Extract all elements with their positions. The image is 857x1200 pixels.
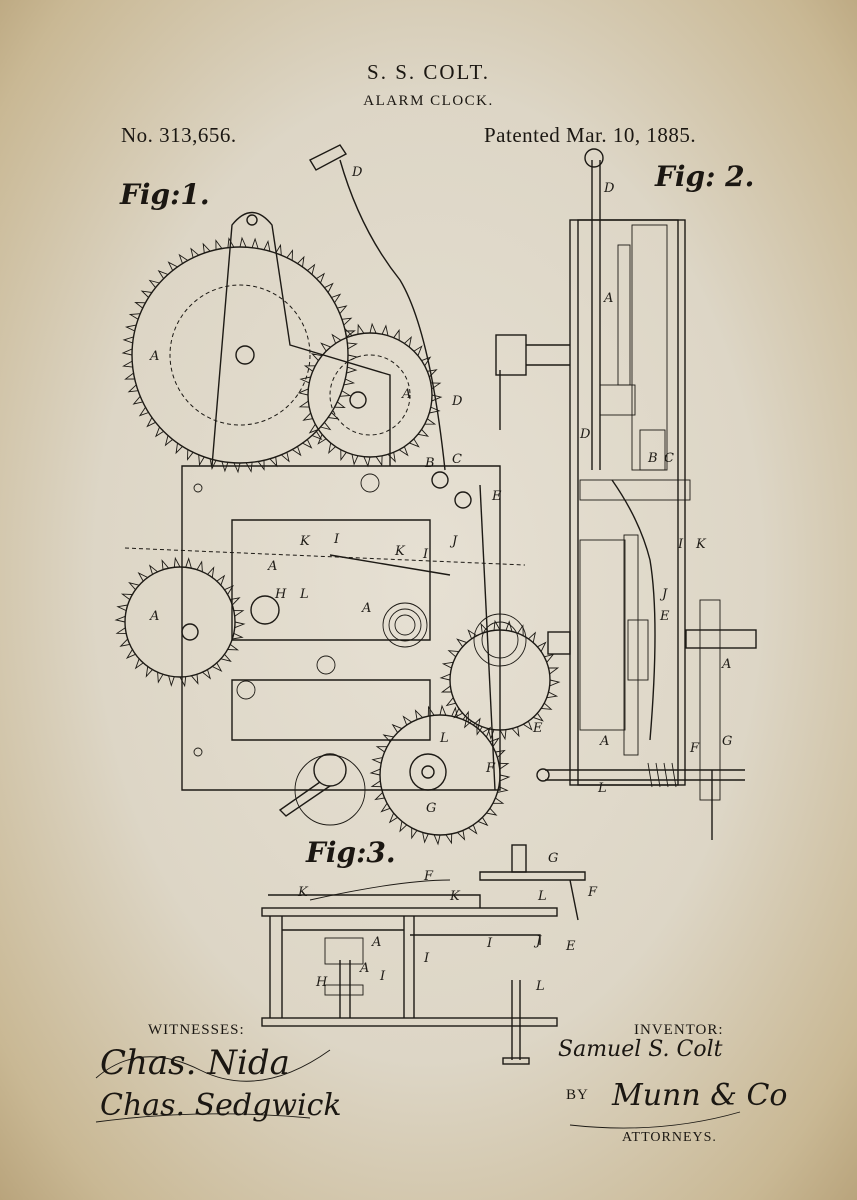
svg-text:D: D <box>351 165 363 180</box>
inventor-label: INVENTOR: <box>634 1022 724 1038</box>
witnesses-label: WITNESSES: <box>148 1022 245 1038</box>
figure-2-drawing: D A D B C K I J E A A F G L <box>495 148 757 840</box>
svg-text:G: G <box>426 801 436 816</box>
svg-text:B: B <box>424 456 435 471</box>
witness-signature-2: Chas. Sedgwick <box>100 1088 342 1123</box>
svg-text:I: I <box>677 537 684 552</box>
svg-text:I: I <box>423 951 430 966</box>
inventor-name: S. S. COLT. <box>367 60 490 84</box>
figure-1-drawing: A A D D C B E A A A K I K I H L L G E F … <box>124 144 551 836</box>
figure-3-label: Fig:3. <box>306 836 396 869</box>
svg-text:G: G <box>548 851 558 866</box>
g2-teeth <box>297 322 443 468</box>
svg-text:K: K <box>449 889 461 904</box>
patent-title: ALARM CLOCK. <box>363 93 494 109</box>
svg-text:K: K <box>394 544 406 559</box>
witness-signature-1: Chas. Nida <box>100 1043 290 1083</box>
svg-text:A: A <box>603 291 613 306</box>
g5-teeth <box>439 619 561 741</box>
svg-text:F: F <box>485 761 496 776</box>
svg-text:H: H <box>274 587 287 602</box>
gear-a-middle <box>307 332 433 458</box>
svg-text:K: K <box>299 534 311 549</box>
svg-text:A: A <box>359 961 369 976</box>
gear-a-left <box>124 566 236 678</box>
bottom-plate <box>261 907 558 917</box>
svg-text:E: E <box>659 609 670 624</box>
by-label: BY <box>566 1087 589 1103</box>
svg-text:L: L <box>597 781 607 796</box>
svg-text:A: A <box>599 734 609 749</box>
svg-text:D: D <box>579 427 591 442</box>
attorneys-label: ATTORNEYS. <box>622 1130 717 1145</box>
svg-text:I: I <box>333 532 340 547</box>
figure-1-label: Fig:1. <box>120 178 210 211</box>
svg-text:C: C <box>452 452 462 467</box>
svg-text:L: L <box>299 587 309 602</box>
svg-text:I: I <box>422 547 429 562</box>
svg-text:D: D <box>603 181 615 196</box>
svg-text:L: L <box>439 731 449 746</box>
signature-flourish <box>95 1049 331 1082</box>
g4-teeth <box>369 704 511 846</box>
svg-text:E: E <box>565 939 576 954</box>
svg-text:F: F <box>587 885 598 900</box>
svg-text:C: C <box>664 451 674 466</box>
svg-text:L: L <box>537 889 547 904</box>
svg-text:A: A <box>361 601 371 616</box>
svg-text:H: H <box>315 975 328 990</box>
svg-text:J: J <box>449 534 458 549</box>
alarm-lever-d <box>339 159 446 471</box>
svg-text:K: K <box>695 537 707 552</box>
svg-text:F: F <box>689 741 700 756</box>
svg-text:B: B <box>647 451 658 466</box>
svg-text:A: A <box>267 559 277 574</box>
svg-text:A: A <box>401 387 411 402</box>
inventor-signature: Samuel S. Colt <box>558 1037 723 1062</box>
svg-text:A: A <box>721 657 731 672</box>
attorneys-signature: Munn & Co <box>612 1078 788 1113</box>
svg-text:D: D <box>451 394 463 409</box>
svg-text:A: A <box>149 609 159 624</box>
patent-number: No. 313,656. <box>121 123 237 147</box>
svg-text:A: A <box>149 349 159 364</box>
figure-3-drawing: K F K G L F A A I I I J E L H <box>261 844 598 1065</box>
svg-text:I: I <box>486 936 493 951</box>
svg-text:I: I <box>379 969 386 984</box>
signature-flourish <box>95 1113 311 1123</box>
svg-text:G: G <box>722 734 732 749</box>
svg-text:A: A <box>371 935 381 950</box>
signature-flourish <box>569 1111 741 1129</box>
g1-teeth <box>121 236 359 474</box>
svg-text:F: F <box>423 869 434 884</box>
svg-text:K: K <box>297 885 309 900</box>
svg-text:L: L <box>535 979 545 994</box>
svg-text:J: J <box>533 934 542 949</box>
side-frame <box>569 219 686 786</box>
g3-teeth <box>114 556 246 688</box>
frame-plate <box>181 465 501 791</box>
svg-text:E: E <box>532 721 543 736</box>
svg-text:E: E <box>491 489 502 504</box>
figure-2-label: Fig: 2. <box>655 160 755 193</box>
patent-date: Patented Mar. 10, 1885. <box>484 123 697 147</box>
svg-text:J: J <box>659 587 668 602</box>
